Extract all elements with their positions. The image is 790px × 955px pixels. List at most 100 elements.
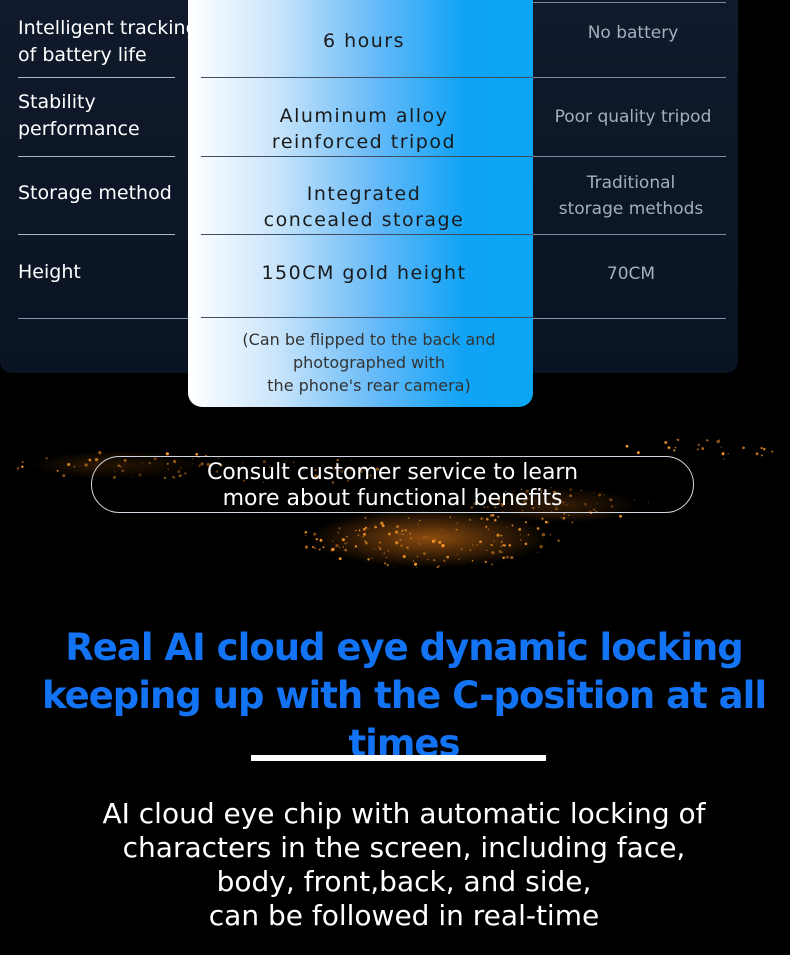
ember-dot xyxy=(371,557,373,560)
ember-dot xyxy=(433,559,436,562)
ember-dot xyxy=(755,452,759,456)
ember-dot xyxy=(400,544,403,547)
ember-dot xyxy=(141,462,143,464)
ember-dot xyxy=(742,446,745,450)
ember-dot xyxy=(417,523,419,525)
ember-dot xyxy=(563,512,566,515)
ember-dot xyxy=(385,557,387,559)
ember-dot xyxy=(292,461,295,464)
ember-dot xyxy=(178,474,182,478)
ember-dot xyxy=(667,446,671,449)
ember-dot xyxy=(241,462,244,464)
ember-dot xyxy=(206,462,210,467)
ember-dot xyxy=(771,450,774,453)
ember-dot xyxy=(21,465,24,468)
ember-dot xyxy=(350,467,354,471)
ember-dot xyxy=(511,524,514,527)
ember-dot xyxy=(560,516,562,519)
ember-dot xyxy=(191,457,194,460)
ember-dot xyxy=(676,439,678,441)
ember-dot xyxy=(217,457,219,460)
ember-dot xyxy=(363,467,366,470)
ember-dot xyxy=(596,503,599,505)
ember-dot xyxy=(153,457,157,461)
ember-dot xyxy=(339,469,341,471)
ember-dot xyxy=(369,474,372,477)
ember-dot xyxy=(441,543,445,548)
ember-dot xyxy=(633,499,636,501)
ember-dot xyxy=(664,440,668,445)
ember-dot xyxy=(490,563,493,566)
ember-dot xyxy=(550,510,553,512)
ember-dot xyxy=(485,549,488,552)
ember-dot xyxy=(163,476,167,480)
ember-dot xyxy=(500,540,504,544)
ember-dot xyxy=(538,506,540,508)
ember-dot xyxy=(523,500,527,504)
ember-dot xyxy=(431,539,436,543)
ember-dot xyxy=(21,461,24,463)
ember-dot xyxy=(399,533,401,535)
ember-dot xyxy=(407,517,410,519)
ember-dot xyxy=(200,462,204,466)
ember-dot xyxy=(487,528,490,531)
ember-dot xyxy=(396,525,399,528)
ember-dot xyxy=(401,533,404,536)
ember-dot xyxy=(484,560,487,564)
ember-dot xyxy=(384,562,387,565)
ember-dot xyxy=(413,562,418,566)
ember-dot xyxy=(399,539,402,542)
ember-dot xyxy=(350,459,353,461)
ember-dot xyxy=(557,539,560,542)
ember-dot xyxy=(219,463,223,467)
ember-dot xyxy=(473,501,477,506)
ember-dot xyxy=(338,527,341,530)
ember-dot xyxy=(500,551,503,554)
ember-dot xyxy=(364,540,367,543)
ember-dot xyxy=(406,546,409,550)
ember-dot xyxy=(332,540,334,542)
ember-dot xyxy=(493,540,495,542)
ember-dot xyxy=(500,545,503,548)
ember-dot xyxy=(455,528,458,531)
ember-dot xyxy=(218,457,220,459)
section-divider-bar xyxy=(251,755,546,761)
ember-dot xyxy=(268,466,271,469)
ember-dot xyxy=(502,556,505,560)
ember-dot xyxy=(314,473,317,477)
ember-dot xyxy=(423,552,426,555)
divider xyxy=(201,77,533,78)
ember-dot xyxy=(562,501,565,504)
ember-dot xyxy=(123,458,127,462)
ember-dot xyxy=(336,458,340,462)
ember-dot xyxy=(379,548,382,550)
ember-dot xyxy=(167,468,170,470)
ember-dot xyxy=(315,475,319,479)
ember-dot xyxy=(300,478,303,480)
ember-dot xyxy=(508,543,512,547)
ember-dot xyxy=(494,519,497,522)
ember-dot xyxy=(344,542,347,545)
ember-dot xyxy=(584,502,587,506)
ember-dot xyxy=(541,533,546,537)
ember-dot xyxy=(362,527,366,531)
ember-dot xyxy=(460,548,463,551)
ember-dot xyxy=(555,497,557,499)
our-value-height: 150CM gold height xyxy=(261,262,467,284)
ember-dot xyxy=(580,489,582,492)
ember-dot xyxy=(534,499,536,501)
ember-dot xyxy=(609,498,613,502)
ember-dot xyxy=(491,513,495,517)
ember-dot xyxy=(357,534,360,536)
ember-dot xyxy=(527,533,530,536)
ember-dot xyxy=(337,532,339,534)
ember-dot xyxy=(480,517,483,520)
row-label-storage: Storage method xyxy=(18,182,172,204)
ember-dot xyxy=(73,465,76,468)
ember-dot xyxy=(56,469,59,472)
ember-dot xyxy=(521,509,524,512)
our-value-battery: 6 hours xyxy=(322,30,406,52)
ember-dot xyxy=(501,504,504,507)
